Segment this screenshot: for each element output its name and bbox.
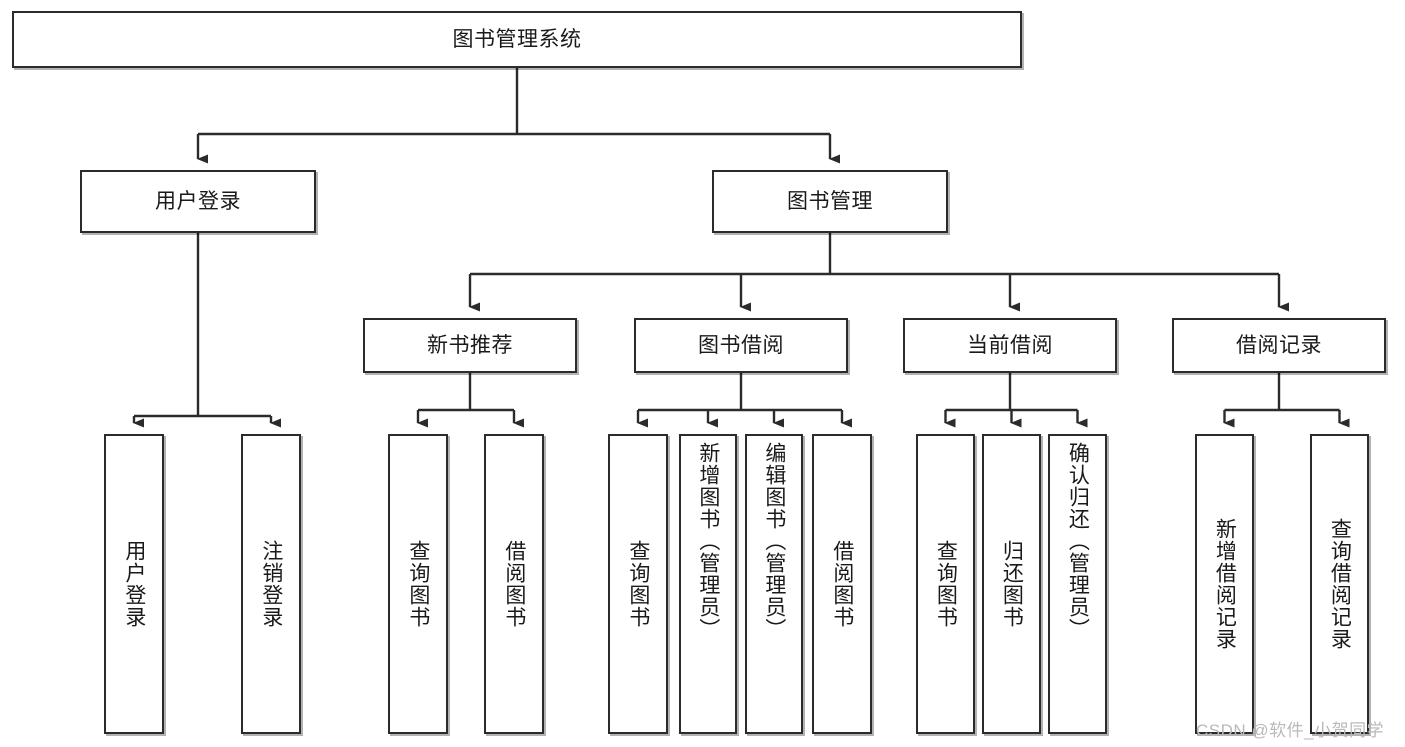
node-user-login[interactable]: 用户登录 [80, 170, 316, 233]
node-borrow-record[interactable]: 借阅记录 [1172, 318, 1386, 373]
node-leaf-confirm-return-label: 确认归还（管理员） [1066, 442, 1090, 640]
node-leaf-logout-label: 注销登录 [259, 540, 283, 628]
node-leaf-add-record[interactable]: 新增借阅记录 [1195, 434, 1254, 734]
node-leaf-borrow-book-borrow[interactable]: 借阅图书 [812, 434, 872, 734]
node-leaf-return-book-label: 归还图书 [1000, 540, 1024, 628]
node-new-book-recommend-label: 新书推荐 [427, 333, 513, 357]
watermark: CSDN @软件_小贺同学 [1196, 721, 1385, 740]
node-root-label: 图书管理系统 [452, 27, 582, 51]
node-leaf-query-book-borrow[interactable]: 查询图书 [608, 434, 668, 734]
node-leaf-return-book[interactable]: 归还图书 [982, 434, 1041, 734]
node-book-manage-label: 图书管理 [787, 189, 873, 213]
node-leaf-edit-book-label: 编辑图书（管理员） [762, 442, 786, 640]
node-leaf-add-record-label: 新增借阅记录 [1213, 518, 1237, 650]
node-borrow-record-label: 借阅记录 [1236, 333, 1322, 357]
node-leaf-add-book-label: 新增图书（管理员） [696, 442, 720, 640]
node-leaf-confirm-return[interactable]: 确认归还（管理员） [1048, 434, 1107, 734]
node-leaf-user-login[interactable]: 用户登录 [104, 434, 164, 734]
node-leaf-edit-book[interactable]: 编辑图书（管理员） [745, 434, 803, 734]
node-leaf-logout[interactable]: 注销登录 [241, 434, 301, 734]
node-leaf-user-login-label: 用户登录 [122, 540, 146, 628]
node-leaf-query-record-label: 查询借阅记录 [1328, 518, 1352, 650]
node-leaf-add-book[interactable]: 新增图书（管理员） [679, 434, 737, 734]
node-new-book-recommend[interactable]: 新书推荐 [363, 318, 577, 373]
node-leaf-query-book-borrow-label: 查询图书 [626, 540, 650, 628]
node-current-borrow[interactable]: 当前借阅 [903, 318, 1117, 373]
node-current-borrow-label: 当前借阅 [967, 333, 1053, 357]
node-book-manage[interactable]: 图书管理 [712, 170, 948, 233]
node-leaf-query-book-recommend[interactable]: 查询图书 [388, 434, 448, 734]
node-leaf-borrow-book-recommend-label: 借阅图书 [502, 540, 526, 628]
node-root[interactable]: 图书管理系统 [12, 11, 1022, 68]
node-book-borrow-label: 图书借阅 [698, 333, 784, 357]
node-leaf-borrow-book-borrow-label: 借阅图书 [830, 540, 854, 628]
node-leaf-query-book-current[interactable]: 查询图书 [916, 434, 975, 734]
node-leaf-query-record[interactable]: 查询借阅记录 [1310, 434, 1369, 734]
node-book-borrow[interactable]: 图书借阅 [634, 318, 848, 373]
node-user-login-label: 用户登录 [155, 189, 241, 213]
node-leaf-query-book-recommend-label: 查询图书 [406, 540, 430, 628]
node-leaf-query-book-current-label: 查询图书 [934, 540, 958, 628]
node-leaf-borrow-book-recommend[interactable]: 借阅图书 [484, 434, 544, 734]
